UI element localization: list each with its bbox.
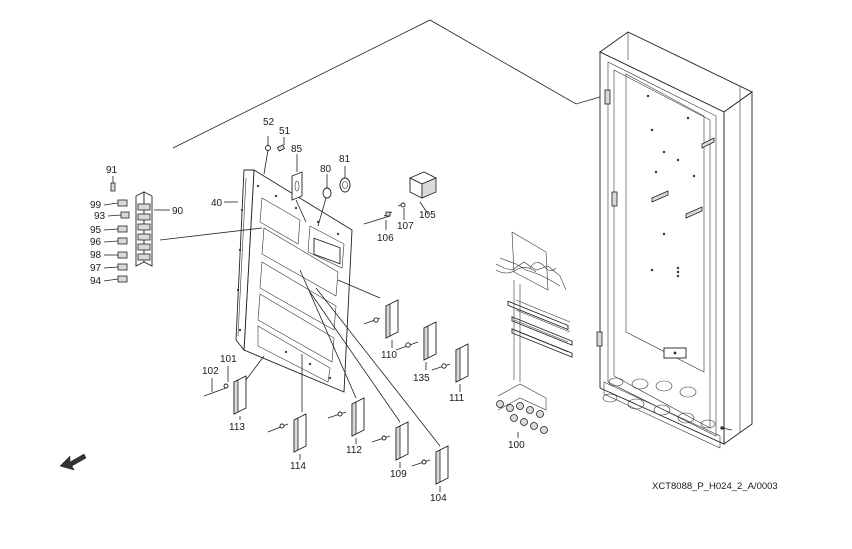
callout-labels: 52 51 85 81 80 91 40 90 99 93 95 96 98 9… [90, 117, 525, 504]
callout-114: 114 [290, 461, 306, 472]
left-callout-leaders [103, 176, 238, 392]
drawing-reference-code: XCT8088_P_H024_2_A/0003 [652, 481, 778, 492]
callout-106: 106 [377, 233, 394, 244]
callout-94: 94 [90, 276, 102, 287]
callout-98: 98 [90, 250, 102, 261]
breaker-112 [299, 269, 365, 444]
callout-110: 110 [381, 350, 397, 361]
callout-100: 100 [508, 440, 525, 451]
terminal-accessories [110, 182, 130, 283]
breaker-104 [315, 287, 449, 492]
breaker-135 [395, 321, 437, 370]
relay-105 [408, 171, 438, 215]
callout-52: 52 [263, 117, 275, 128]
callout-97: 97 [90, 263, 102, 274]
breaker-114 [267, 354, 307, 460]
callout-96: 96 [90, 237, 102, 248]
callout-99: 99 [90, 200, 102, 211]
front-direction-arrow-icon [59, 453, 87, 471]
callout-102: 102 [202, 366, 219, 377]
hardware-top [263, 136, 351, 227]
callout-111: 111 [449, 393, 465, 404]
callout-80: 80 [320, 164, 332, 175]
breaker-109 [309, 291, 409, 468]
callout-101: 101 [220, 354, 237, 365]
callout-105: 105 [419, 210, 436, 221]
terminal-strip-90 [135, 191, 153, 267]
cabinet-enclosure [596, 31, 753, 449]
callout-113: 113 [229, 422, 245, 433]
breaker-113 [203, 355, 265, 420]
breaker-111 [431, 343, 469, 392]
callout-135: 135 [413, 373, 430, 384]
callout-81: 81 [339, 154, 351, 165]
breaker-110 [363, 299, 399, 348]
callout-95: 95 [90, 225, 102, 236]
mounting-panel [235, 169, 353, 393]
callout-104: 104 [430, 493, 447, 504]
callout-107: 107 [397, 221, 414, 232]
callout-90: 90 [172, 206, 184, 217]
screws-106-107 [363, 202, 406, 230]
cable-knockouts [602, 377, 716, 429]
wiring-harness-100 [495, 231, 573, 438]
callout-40: 40 [211, 198, 223, 209]
callout-93: 93 [94, 211, 106, 222]
assembly-leader-line [172, 19, 611, 149]
callout-112: 112 [346, 445, 362, 456]
callout-85: 85 [291, 144, 303, 155]
terminal-studs [496, 400, 548, 434]
callout-51: 51 [279, 126, 291, 137]
mounting-holes [646, 94, 696, 278]
callout-109: 109 [390, 469, 407, 480]
callout-91: 91 [106, 165, 118, 176]
